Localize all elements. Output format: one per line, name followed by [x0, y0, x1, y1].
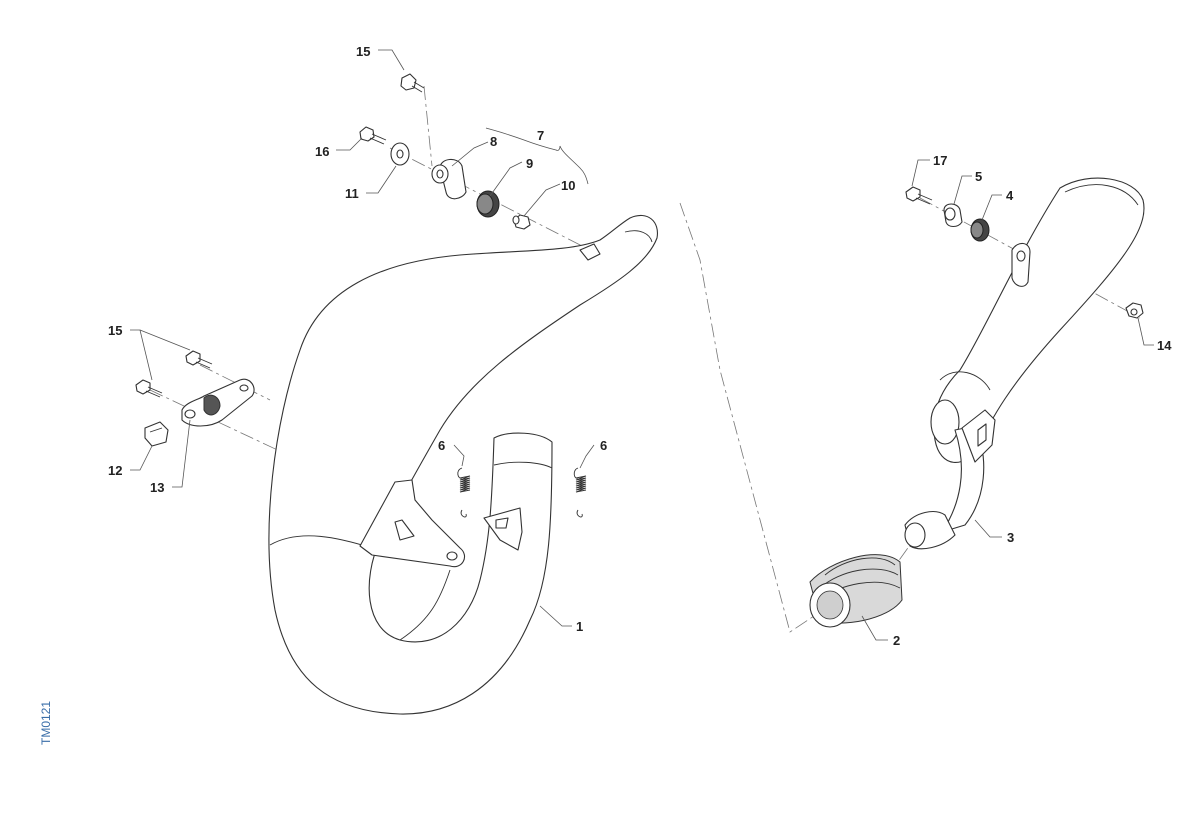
- nut-part-14: [1125, 302, 1144, 319]
- damper-part-9: [476, 190, 500, 218]
- callout-3: 3: [1007, 530, 1014, 545]
- callout-5: 5: [975, 169, 982, 184]
- bolt-part-15-left-lower: [135, 379, 163, 398]
- leader-lines: [130, 49, 1154, 641]
- callout-15-top: 15: [356, 44, 370, 59]
- callout-10: 10: [561, 178, 575, 193]
- callout-9: 9: [526, 156, 533, 171]
- silencer-part-3: [904, 177, 1145, 550]
- spacer-part-10: [512, 214, 531, 230]
- callout-14: 14: [1157, 338, 1172, 353]
- drawing-reference-code: TM0121: [39, 701, 53, 745]
- callout-4: 4: [1006, 188, 1014, 203]
- callout-11: 11: [345, 186, 359, 201]
- callout-17: 17: [933, 153, 947, 168]
- bolt-part-16: [359, 126, 387, 145]
- callout-2: 2: [893, 633, 900, 648]
- rubber-sleeve-part-2: [809, 554, 903, 628]
- callout-labels: 15 16 11 8 7 9 10 15 12 13 6 6 1 2 3 17 …: [108, 44, 1172, 648]
- spring-part-6-right: [573, 467, 587, 518]
- callout-16: 16: [315, 144, 329, 159]
- washer-part-11: [390, 142, 410, 166]
- callout-12: 12: [108, 463, 122, 478]
- bolt-part-15-left-upper: [185, 350, 213, 369]
- clip-nut-part-12: [144, 421, 169, 447]
- bracket-part-13: [181, 378, 255, 427]
- callout-7: 7: [537, 128, 544, 143]
- spring-part-6-left: [457, 467, 471, 518]
- bolt-part-17: [905, 186, 933, 205]
- exhaust-pipe-part-1: [268, 214, 658, 715]
- bushing-part-8: [431, 158, 467, 200]
- callout-1: 1: [576, 619, 583, 634]
- bushing-part-5: [943, 203, 963, 228]
- damper-part-4: [970, 218, 990, 242]
- callout-13: 13: [150, 480, 164, 495]
- callout-6-left: 6: [438, 438, 445, 453]
- callout-8: 8: [490, 134, 497, 149]
- callout-6-right: 6: [600, 438, 607, 453]
- bolt-part-15-top: [400, 73, 425, 93]
- callout-15-left: 15: [108, 323, 122, 338]
